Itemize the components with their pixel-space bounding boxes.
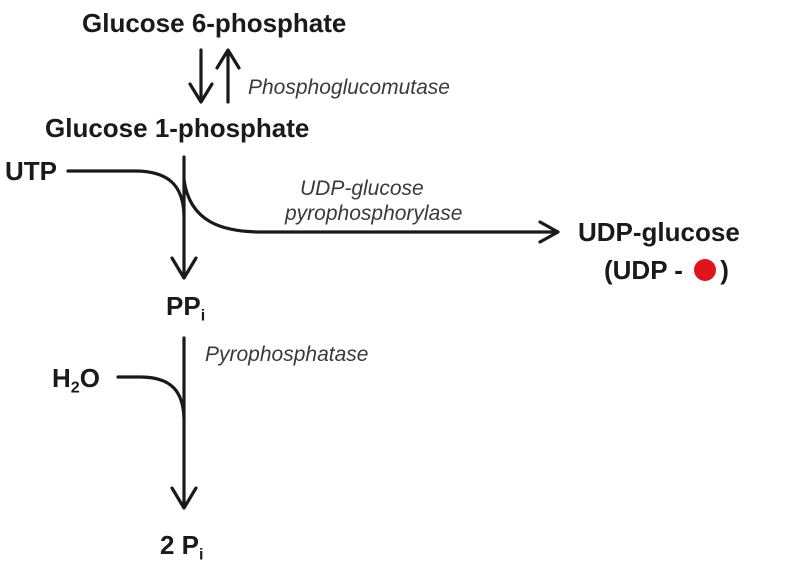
ppi-subscript: i	[200, 306, 206, 325]
h2o-label: H2O	[52, 363, 100, 396]
udp-glucose-pyrophosphorylase-line2: pyrophosphorylase	[285, 202, 463, 225]
arrow-utp-in	[66, 169, 186, 217]
arrow-to-udp-glucose	[182, 178, 560, 244]
arrow-g1p-to-ppi	[170, 155, 198, 280]
udp-glucose-formula: (UDP - )	[604, 257, 729, 283]
utp-label: UTP	[5, 156, 57, 186]
arrow-g1p-to-g6p	[215, 48, 241, 104]
h2o-h: H	[52, 363, 71, 393]
pi-text: 2 P	[160, 530, 200, 560]
udp-paren-close: )	[720, 255, 729, 285]
arrow-h2o-in	[116, 375, 186, 420]
udp-paren-open: (UDP -	[604, 255, 691, 285]
udp-glucose-label: UDP-glucose	[578, 217, 740, 247]
h2o-o: O	[79, 363, 100, 393]
glucose-1-phosphate-label: Glucose 1-phosphate	[45, 113, 310, 143]
arrow-ppi-to-pi	[170, 336, 198, 510]
arrow-g6p-to-g1p	[188, 48, 214, 104]
udp-glucose-pyrophosphorylase-line1: UDP-glucose	[300, 177, 424, 200]
glucose-6-phosphate-label: Glucose 6-phosphate	[82, 8, 347, 38]
h2o-subscript: 2	[70, 378, 80, 397]
ppi-label: PPi	[166, 291, 205, 324]
phosphoglucomutase-label: Phosphoglucomutase	[248, 76, 450, 99]
glucose-dot-icon	[694, 259, 717, 281]
pi-subscript: i	[199, 545, 204, 564]
ppi-text: PP	[166, 291, 201, 321]
pi-label: 2 Pi	[160, 530, 204, 563]
pyrophosphatase-label: Pyrophosphatase	[205, 343, 369, 366]
